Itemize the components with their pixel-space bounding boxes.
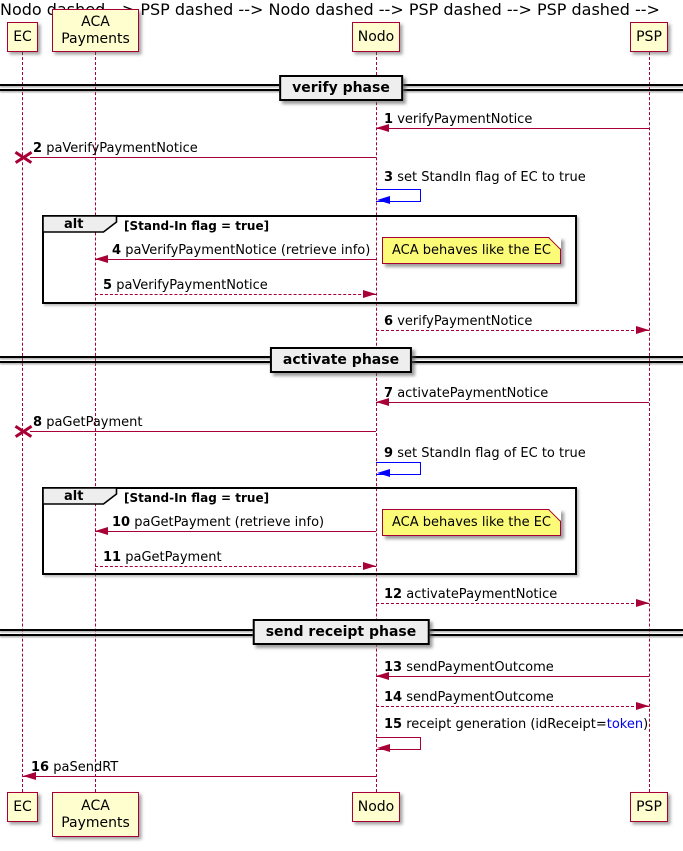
message-10-label: 10 paGetPayment (retrieve info) (112, 515, 325, 530)
message-12-arrowhead-icon (636, 599, 649, 607)
message-7-arrowhead-icon (376, 398, 389, 406)
message-6-label: 6 verifyPaymentNotice (384, 314, 533, 329)
participant-psp-top: PSP (630, 22, 668, 52)
message-5-label: 5 paVerifyPaymentNotice (103, 278, 268, 293)
alt-frame-2-guard: [Stand-In flag = true] (124, 491, 270, 505)
message-1-arrowhead-icon (376, 124, 389, 132)
message-8-lost-x-icon (14, 424, 34, 438)
lifeline-nodo (376, 52, 377, 792)
message-4-label: 4 paVerifyPaymentNotice (retrieve info) (112, 243, 371, 258)
message-14-line (376, 706, 649, 707)
message-4-arrowhead-icon (95, 255, 108, 263)
message-16-label: 16 paSendRT (31, 760, 119, 775)
message-13-arrowhead-icon (376, 672, 389, 680)
lifeline-ec (22, 52, 23, 792)
token-link[interactable]: token (606, 717, 644, 732)
lifeline-psp (649, 52, 650, 792)
divider-activate-phase: activate phase (269, 347, 413, 373)
participant-aca-payments-top: ACA Payments (52, 9, 139, 52)
message-8-line (30, 431, 376, 432)
note-1-text: ACA behaves like the EC (392, 243, 551, 258)
message-2-lost-x-icon (14, 150, 34, 164)
alt-frame-2-tab (42, 487, 118, 505)
participant-nodo-bottom: Nodo (352, 792, 400, 822)
message-5-arrowhead-icon (363, 290, 376, 298)
message-11-label: 11 paGetPayment (103, 550, 222, 565)
message-6-arrowhead-icon (636, 326, 649, 334)
lifeline-aca-payments (95, 52, 96, 792)
message-14-arrowhead-icon (636, 702, 649, 710)
message-16-arrowhead-icon (23, 772, 36, 780)
message-2-line (30, 157, 376, 158)
message-10-line (95, 531, 376, 532)
note-2-text: ACA behaves like the EC (392, 515, 551, 530)
message-7-line (376, 402, 649, 403)
message-7-label: 7 activatePaymentNotice (384, 386, 549, 401)
message-9-arrowhead-icon (377, 469, 390, 477)
message-9-label: 9 set StandIn flag of EC to true (384, 446, 586, 461)
divider-send-receipt-phase-label: send receipt phase (265, 624, 417, 640)
message-14-label: 14 sendPaymentOutcome (384, 690, 554, 705)
message-3-self-arrow (376, 189, 421, 202)
divider-send-receipt-phase: send receipt phase (252, 619, 430, 645)
alt-frame-2-keyword: alt (64, 489, 84, 504)
message-8-label: 8 paGetPayment (33, 415, 143, 430)
message-11-line (95, 566, 376, 567)
note-aca-behaves-2: ACA behaves like the EC (382, 509, 561, 536)
participant-aca-payments-label: ACA Payments (61, 13, 130, 47)
message-12-line (376, 603, 649, 604)
participant-psp-label: PSP (636, 28, 662, 45)
alt-frame-1-keyword: alt (64, 217, 84, 232)
participant-nodo-top: Nodo (352, 22, 400, 52)
note-aca-behaves-1: ACA behaves like the EC (382, 237, 561, 264)
message-11-arrowhead-icon (363, 562, 376, 570)
participant-ec-top: EC (7, 22, 38, 52)
participant-aca-payments-bottom: ACA Payments (52, 792, 139, 837)
alt-frame-1: alt [Stand-In flag = true] (42, 215, 577, 304)
message-13-label: 13 sendPaymentOutcome (384, 660, 554, 675)
message-3-arrowhead-icon (377, 196, 390, 204)
message-4-line (95, 259, 376, 260)
message-10-arrowhead-icon (95, 527, 108, 535)
message-15-arrowhead-icon (377, 744, 390, 752)
alt-frame-1-guard: [Stand-In flag = true] (124, 219, 270, 233)
participant-nodo-label: Nodo (357, 28, 395, 45)
divider-verify-phase: verify phase (279, 75, 403, 101)
participant-ec-label: EC (13, 28, 32, 45)
message-15-self-arrow (376, 737, 421, 750)
message-3-label: 3 set StandIn flag of EC to true (384, 170, 586, 185)
message-12-label: 12 activatePaymentNotice (384, 587, 558, 602)
alt-frame-1-tab (42, 215, 118, 233)
message-13-line (376, 676, 649, 677)
message-16-line (23, 776, 376, 777)
message-1-label: 1 verifyPaymentNotice (384, 112, 533, 127)
divider-activate-phase-label: activate phase (282, 352, 400, 368)
participant-ec-bottom: EC (7, 792, 38, 822)
message-5-line (95, 294, 376, 295)
alt-frame-2: alt [Stand-In flag = true] (42, 487, 577, 575)
message-1-line (376, 128, 649, 129)
message-2-label: 2 paVerifyPaymentNotice (33, 141, 198, 156)
message-6-line (376, 330, 649, 331)
message-9-self-arrow (376, 462, 421, 475)
participant-psp-bottom: PSP (630, 792, 668, 822)
message-15-label: 15 receipt generation (idReceipt=token) (384, 717, 649, 732)
divider-verify-phase-label: verify phase (292, 80, 390, 96)
